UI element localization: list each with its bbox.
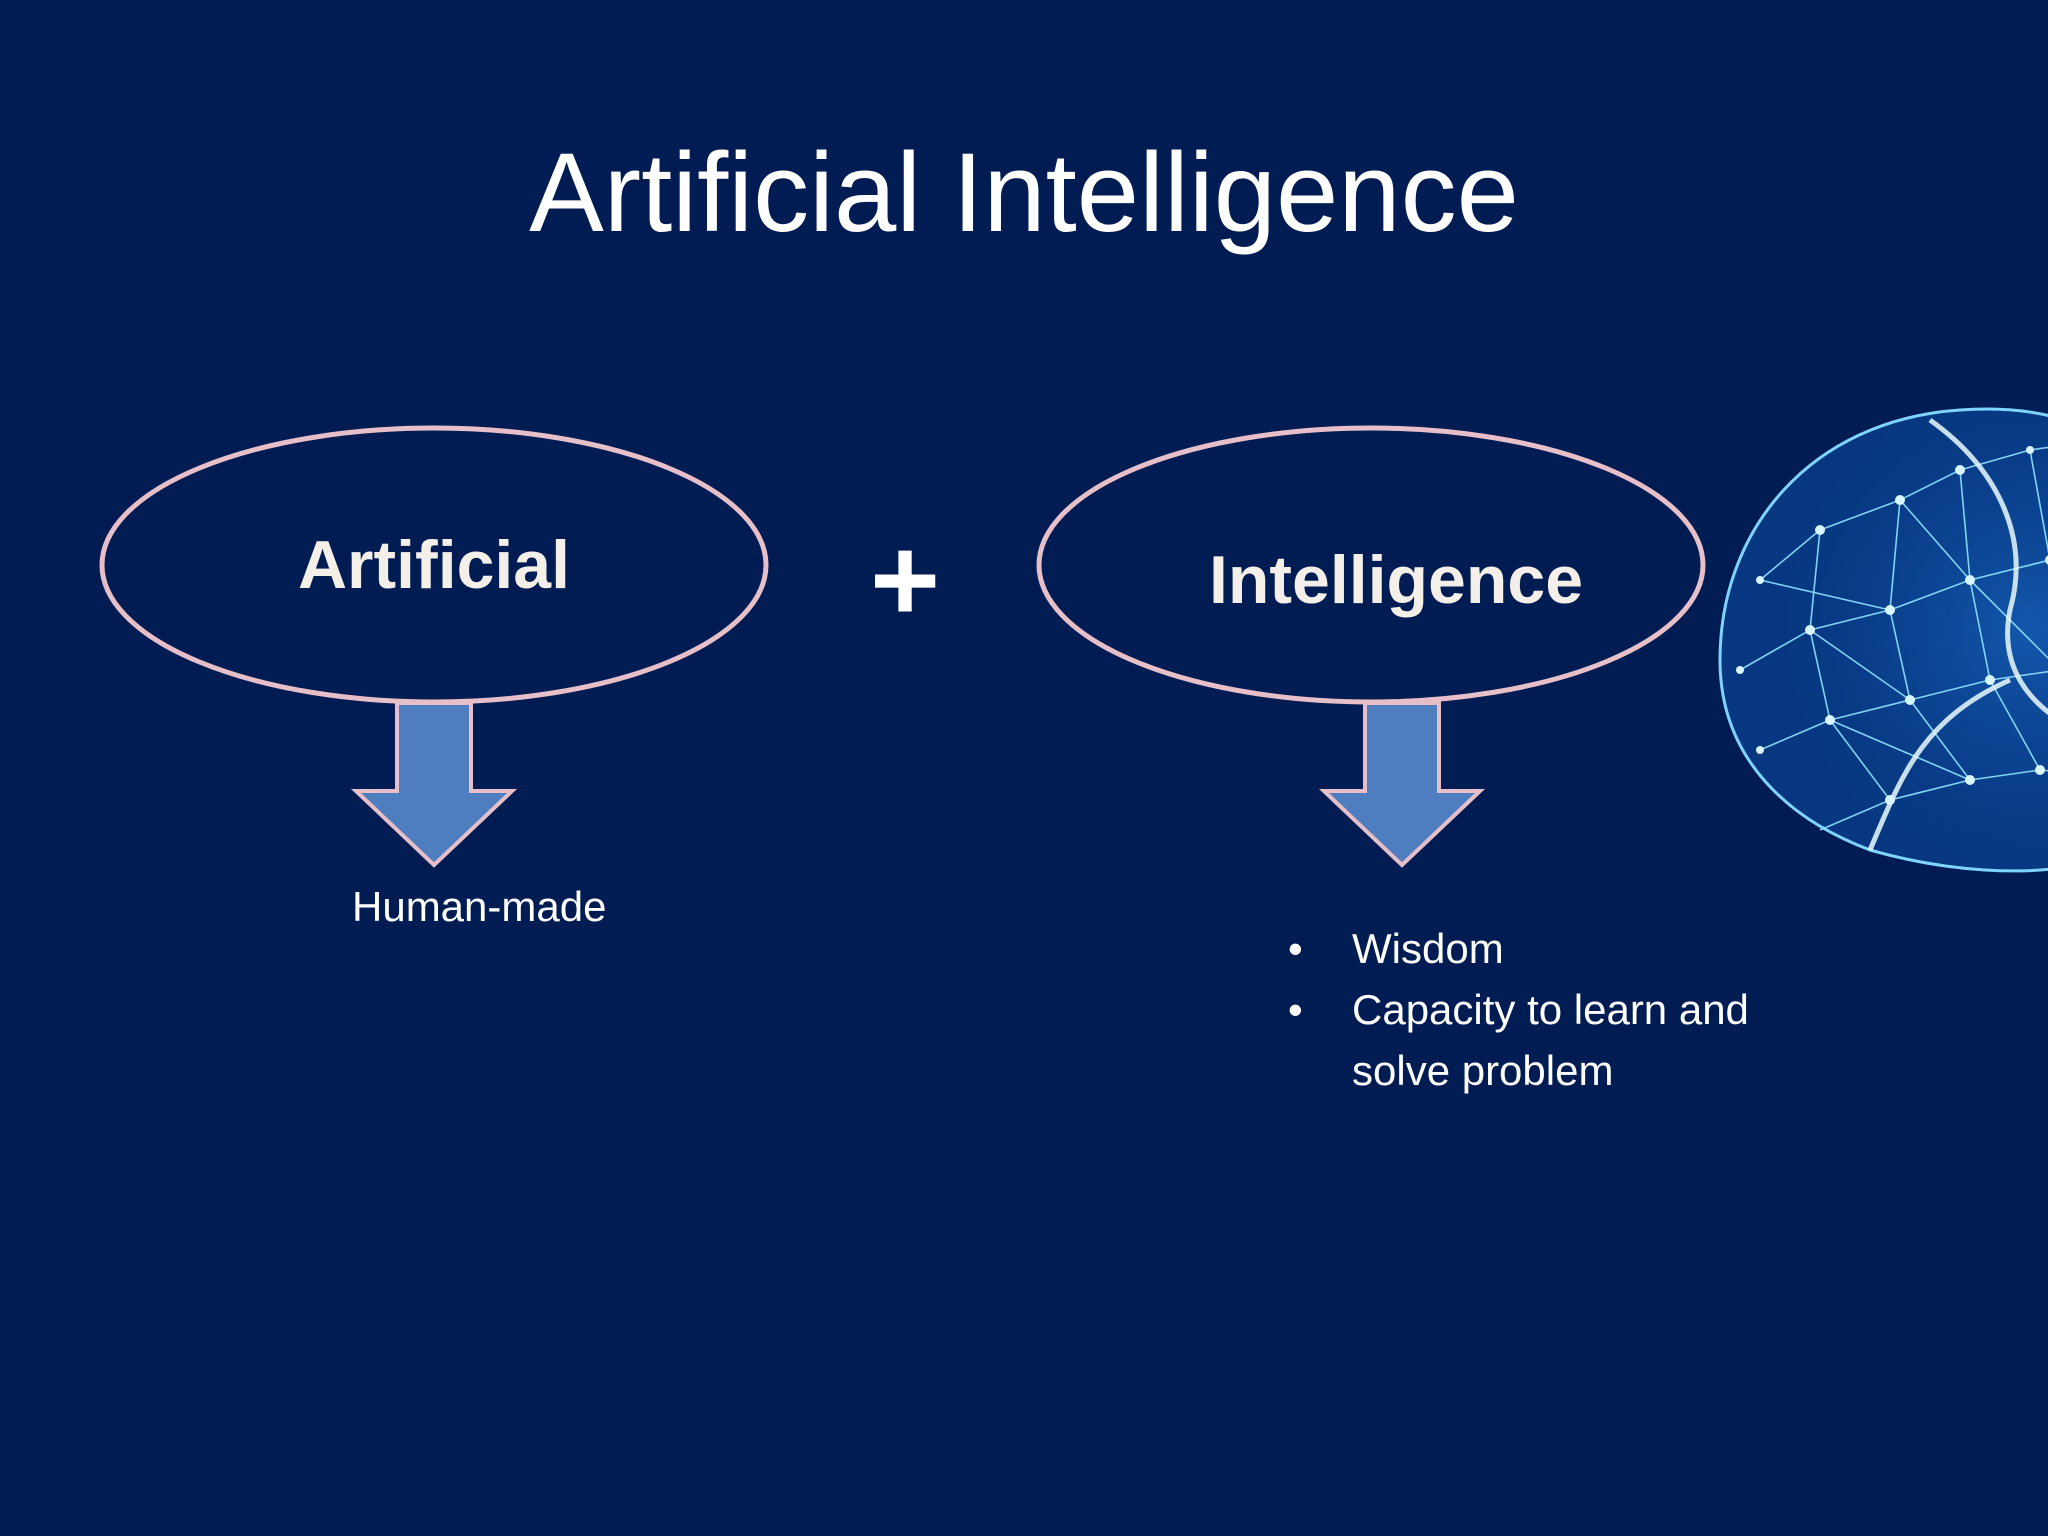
- list-item: • Capacity to learn and solve problem: [1288, 979, 1848, 1101]
- artificial-term: Artificial: [297, 527, 571, 603]
- intelligence-term: Intelligence: [1208, 542, 1584, 618]
- list-item-text: Wisdom: [1352, 925, 1504, 972]
- list-item: • Wisdom: [1288, 918, 1848, 979]
- artificial-down-arrow: [350, 701, 518, 868]
- network-brain-graphic: [1718, 380, 2048, 890]
- plus-operator: +: [869, 513, 941, 647]
- intelligence-meaning-list: • Wisdom • Capacity to learn and solve p…: [1288, 918, 1848, 1101]
- slide-title: Artificial Intelligence: [529, 130, 1519, 255]
- intelligence-down-arrow: [1318, 701, 1486, 868]
- bullet-icon: •: [1288, 986, 1303, 1033]
- bullet-icon: •: [1288, 925, 1303, 972]
- human-made-caption: Human-made: [352, 883, 607, 930]
- list-item-text: Capacity to learn and solve problem: [1352, 986, 1749, 1094]
